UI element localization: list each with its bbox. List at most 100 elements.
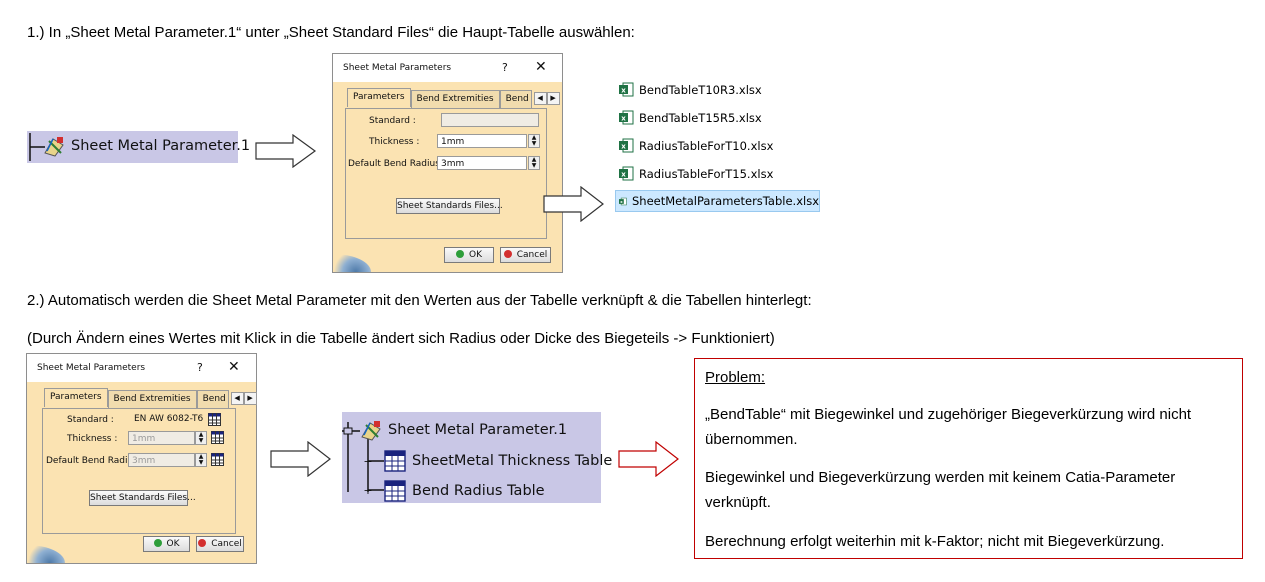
sheet-standards-files-button[interactable]: Sheet Standards Files... xyxy=(396,198,503,214)
dialog-titlebar: Sheet Metal Parameters ? ✕ xyxy=(333,54,562,82)
help-icon[interactable]: ? xyxy=(502,61,508,74)
arrow-right-icon xyxy=(270,441,332,477)
bend-radius-field[interactable]: 3mm xyxy=(128,453,195,467)
label-default-bend-radius: Default Bend Radius : xyxy=(348,159,446,169)
ok-button[interactable]: OK xyxy=(444,247,494,263)
dialog-titlebar: Sheet Metal Parameters ? ✕ xyxy=(27,354,256,382)
bend-radius-spinner[interactable]: ▲▼ xyxy=(528,156,540,170)
thickness-spinner[interactable]: ▲▼ xyxy=(195,431,207,445)
tree-sheet-metal-parameter-expanded: + + Sheet Metal Parameter.1 SheetMetal T… xyxy=(342,412,612,503)
file-item-selected[interactable]: x SheetMetalParametersTable.xlsx xyxy=(615,190,820,212)
excel-file-icon: x xyxy=(619,166,634,181)
ok-icon xyxy=(456,250,464,258)
excel-file-icon: x xyxy=(619,138,634,153)
problem-text-2: Biegewinkel und Biegeverkürzung werden m… xyxy=(705,469,1176,511)
tab-parameters[interactable]: Parameters xyxy=(44,388,108,407)
svg-text:+: + xyxy=(363,455,372,468)
file-name: BendTableT15R5.xlsx xyxy=(639,110,762,125)
tree-node-bend-radius-table[interactable]: Bend Radius Table xyxy=(384,480,545,502)
sheet-standards-files-button[interactable]: Sheet Standards Files... xyxy=(89,490,196,506)
cancel-button[interactable]: Cancel xyxy=(196,536,244,552)
svg-text:x: x xyxy=(620,200,623,204)
excel-file-icon: x xyxy=(619,110,634,125)
file-name: BendTableT10R3.xlsx xyxy=(639,82,762,97)
file-name: RadiusTableForT10.xlsx xyxy=(639,138,774,153)
tab-scroll[interactable]: ◀▶ xyxy=(230,392,257,409)
tab-scroll-left-icon[interactable]: ◀ xyxy=(230,392,244,405)
tab-bend[interactable]: Bend xyxy=(499,90,532,109)
ok-label: OK xyxy=(166,539,180,549)
problem-text-1: „BendTable“ mit Biegewinkel und zugehöri… xyxy=(705,406,1192,448)
file-name: RadiusTableForT15.xlsx xyxy=(639,166,774,181)
cancel-label: Cancel xyxy=(211,539,242,549)
label-default-bend-radius: Default Bend Radius : xyxy=(46,456,144,466)
tab-parameters[interactable]: Parameters xyxy=(347,88,411,107)
file-item[interactable]: x RadiusTableForT15.xlsx xyxy=(619,166,773,181)
label-thickness: Thickness : xyxy=(369,137,420,147)
file-item[interactable]: x BendTableT10R3.xlsx xyxy=(619,82,762,97)
sheet-metal-parameters-dialog: Sheet Metal Parameters ? ✕ Parameters Be… xyxy=(332,53,563,273)
close-icon[interactable]: ✕ xyxy=(228,359,240,375)
thickness-spinner[interactable]: ▲▼ xyxy=(528,134,540,148)
svg-text:+: + xyxy=(363,484,372,497)
tab-bend-extremities[interactable]: Bend Extremities xyxy=(410,90,500,109)
tree-connector-icon xyxy=(29,133,45,161)
label-thickness: Thickness : xyxy=(67,434,118,444)
catia-logo-swirl xyxy=(27,545,65,563)
tree-node-label: SheetMetal Thickness Table xyxy=(412,453,613,469)
cancel-button[interactable]: Cancel xyxy=(500,247,551,263)
file-item[interactable]: x BendTableT15R5.xlsx xyxy=(619,110,762,125)
close-icon[interactable]: ✕ xyxy=(535,59,547,75)
sheet-metal-parameter-icon xyxy=(361,421,381,441)
table-icon xyxy=(384,480,406,502)
parameters-panel xyxy=(345,108,547,239)
sheet-metal-parameter-icon xyxy=(44,137,64,157)
cancel-icon xyxy=(198,539,207,547)
parameters-panel xyxy=(42,408,236,534)
help-icon[interactable]: ? xyxy=(197,361,203,374)
tab-bend[interactable]: Bend xyxy=(196,390,229,409)
tab-scroll[interactable]: ◀▶ xyxy=(533,92,560,109)
arrow-right-icon xyxy=(543,186,605,222)
tab-scroll-left-icon[interactable]: ◀ xyxy=(533,92,547,105)
tree-connector-icon: + + xyxy=(342,422,384,497)
catia-logo-swirl xyxy=(333,254,371,272)
standard-field[interactable] xyxy=(441,113,539,127)
tree-node-label: Bend Radius Table xyxy=(412,483,545,499)
problem-box: Problem: „BendTable“ mit Biegewinkel und… xyxy=(694,358,1243,559)
problem-text-3: Berechnung erfolgt weiterhin mit k-Fakto… xyxy=(705,533,1165,550)
step-2-note: (Durch Ändern eines Wertes mit Klick in … xyxy=(27,330,775,347)
table-link-icon[interactable] xyxy=(211,431,224,444)
excel-file-icon: x xyxy=(619,82,634,97)
standard-value: EN AW 6082-T6 xyxy=(134,414,204,424)
arrow-right-icon xyxy=(255,134,317,168)
table-link-icon[interactable] xyxy=(211,453,224,466)
bend-radius-field[interactable]: 3mm xyxy=(437,156,527,170)
svg-text:x: x xyxy=(621,171,626,179)
svg-text:x: x xyxy=(621,115,626,123)
ok-button[interactable]: OK xyxy=(143,536,190,552)
problem-heading: Problem: xyxy=(705,369,766,386)
dialog-title: Sheet Metal Parameters xyxy=(343,63,452,73)
excel-file-icon: x xyxy=(619,197,627,205)
file-name: SheetMetalParametersTable.xlsx xyxy=(631,194,819,208)
svg-text:x: x xyxy=(621,87,626,95)
thickness-field[interactable]: 1mm xyxy=(128,431,195,445)
svg-text:x: x xyxy=(621,143,626,151)
bend-radius-spinner[interactable]: ▲▼ xyxy=(195,453,207,467)
ok-icon xyxy=(153,539,162,547)
file-item[interactable]: x RadiusTableForT10.xlsx xyxy=(619,138,773,153)
tree-node-thickness-table[interactable]: SheetMetal Thickness Table xyxy=(384,450,612,472)
thickness-field[interactable]: 1mm xyxy=(437,134,527,148)
tree-node-label: Sheet Metal Parameter.1 xyxy=(388,422,568,438)
label-standard: Standard : xyxy=(369,116,416,126)
cancel-icon xyxy=(503,250,512,258)
tab-scroll-right-icon[interactable]: ▶ xyxy=(546,92,560,105)
table-link-icon[interactable] xyxy=(208,413,221,426)
tree-node-label: Sheet Metal Parameter.1 xyxy=(71,138,251,154)
tab-bend-extremities[interactable]: Bend Extremities xyxy=(107,390,197,409)
tree-node-sheet-metal-parameter[interactable]: Sheet Metal Parameter.1 xyxy=(360,419,567,441)
sheet-metal-parameters-dialog-linked: Sheet Metal Parameters ? ✕ Parameters Be… xyxy=(26,353,257,564)
tab-scroll-right-icon[interactable]: ▶ xyxy=(243,392,257,405)
tree-node-sheet-metal-parameter[interactable]: Sheet Metal Parameter.1 xyxy=(27,131,250,163)
